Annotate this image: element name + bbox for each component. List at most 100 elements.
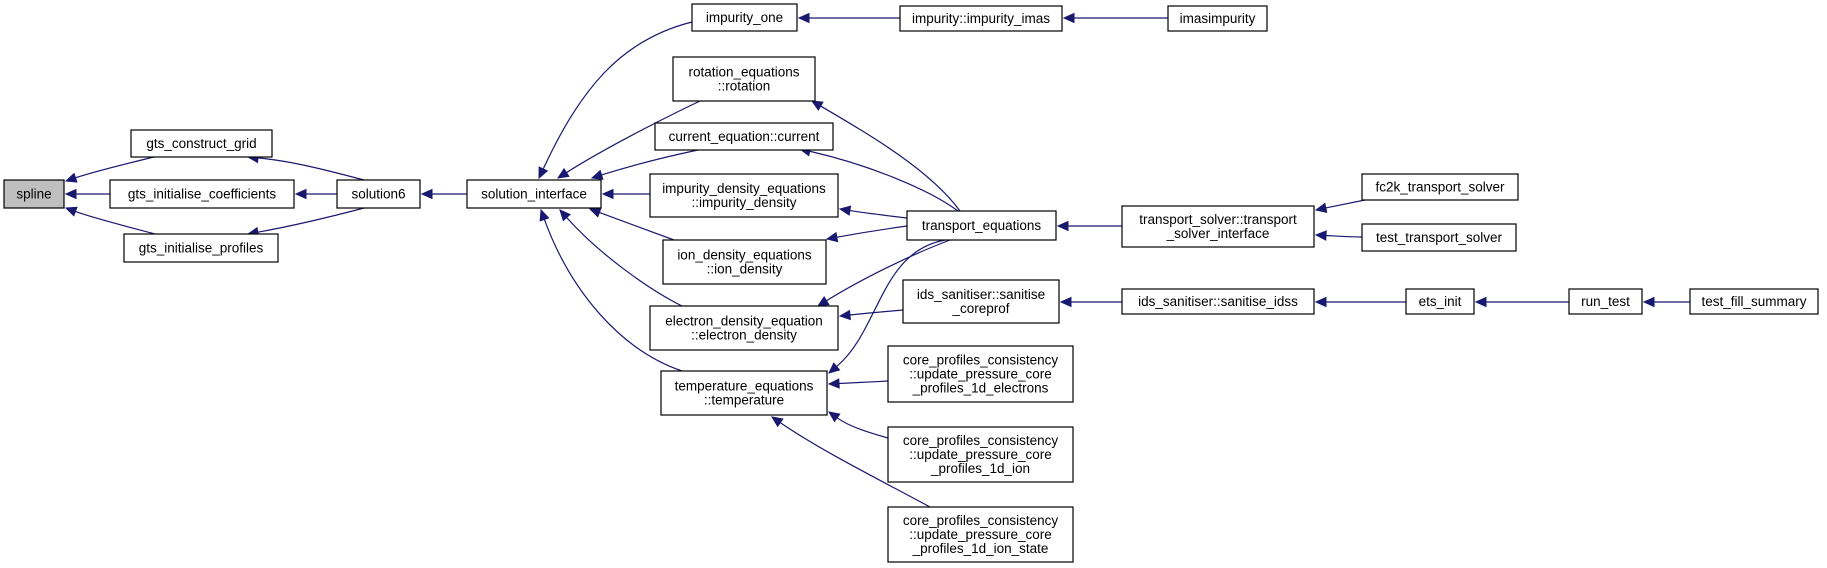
node-label: _coreprof [951, 301, 1009, 316]
node-label: electron_density_equation [665, 314, 823, 329]
edge-line [836, 417, 889, 439]
node-box [1121, 288, 1315, 315]
edge-ion-density-equations-to-solution-interface [588, 207, 675, 241]
edge-line [820, 105, 961, 212]
arrow-head-icon [838, 309, 851, 321]
node-current-equation[interactable]: current_equation::current [654, 122, 834, 151]
node-box [887, 426, 1074, 483]
edge-line [542, 21, 693, 170]
node-box [654, 122, 834, 151]
arrow-head-icon [816, 295, 830, 307]
edge-solution6-to-gts-initialise-coefficients [294, 188, 338, 200]
node-label: ::impurity_density [691, 195, 796, 210]
edge-impurity-density-equations-to-solution-interface [601, 188, 651, 200]
edge-line [599, 211, 675, 241]
node-box [887, 345, 1074, 403]
node-impurity-one[interactable]: impurity_one [691, 3, 798, 32]
node-label: ets_init [1419, 294, 1462, 309]
node-label: spline [16, 187, 51, 202]
arrow-head-icon [1642, 296, 1655, 308]
node-sanitise-coreprof[interactable]: ids_sanitiser::sanitise_coreprof [902, 279, 1060, 324]
node-solution6[interactable]: solution6 [336, 179, 421, 209]
node-cp-ion[interactable]: core_profiles_consistency::update_pressu… [887, 426, 1074, 483]
node-solution-interface[interactable]: solution_interface [466, 179, 602, 209]
node-fc2k-transport-solver[interactable]: fc2k_transport_solver [1361, 173, 1519, 201]
node-rotation-equations[interactable]: rotation_equations::rotation [672, 56, 816, 102]
edge-line [257, 157, 365, 181]
node-label: transport_solver::transport [1139, 212, 1297, 227]
edge-gts-initialise-coefficients-to-spline [64, 188, 111, 200]
node-test-transport-solver[interactable]: test_transport_solver [1361, 223, 1517, 252]
node-box [336, 179, 421, 209]
node-gts-initialise-coefficients[interactable]: gts_initialise_coefficients [109, 179, 295, 209]
edge-transport-equations-to-ion-density-equations [825, 225, 908, 243]
node-spline[interactable]: spline [3, 179, 65, 209]
node-impurity-density-equations[interactable]: impurity_density_equations::impurity_den… [649, 173, 839, 218]
edge-solution6-to-gts-initialise-profiles [246, 207, 365, 238]
edge-test-transport-solver-to-transport-solver-interface [1314, 230, 1363, 241]
edge-sanitise-idss-to-sanitise-coreprof [1059, 296, 1122, 308]
node-box [887, 506, 1074, 563]
edges-layer [64, 12, 1690, 508]
edge-imasimpurity-to-impurity-imas [1062, 12, 1168, 24]
arrow-head-icon [1062, 12, 1075, 24]
node-impurity-imas[interactable]: impurity::impurity_imas [899, 5, 1063, 32]
edge-line [809, 150, 959, 212]
edge-line [75, 155, 159, 179]
node-test-fill-summary[interactable]: test_fill_summary [1689, 288, 1819, 315]
node-imasimpurity[interactable]: imasimpurity [1167, 5, 1268, 32]
node-electron-density-equation[interactable]: electron_density_equation::electron_dens… [649, 305, 839, 351]
node-label: _solver_interface [1166, 226, 1270, 241]
arrow-head-icon [828, 411, 841, 423]
edge-line [836, 239, 946, 368]
edge-transport-equations-to-electron-density-equation [816, 239, 951, 307]
edge-run-test-to-ets-init [1474, 296, 1569, 308]
edge-current-equation-to-solution-interface [590, 149, 699, 180]
node-box [1568, 288, 1643, 315]
node-box [1405, 288, 1475, 315]
edge-solution-interface-to-solution6 [420, 188, 468, 200]
arrow-head-icon [420, 188, 433, 200]
node-box [1361, 223, 1517, 252]
arrow-head-icon [601, 188, 614, 200]
node-label: ::temperature [704, 393, 784, 408]
node-cp-ion-state[interactable]: core_profiles_consistency::update_pressu… [887, 506, 1074, 563]
node-label: gts_initialise_profiles [139, 241, 264, 256]
node-box [691, 3, 798, 32]
arrow-head-icon [64, 188, 77, 200]
node-label: impurity_one [706, 10, 783, 25]
edge-cp-electrons-to-temperature-equations [827, 378, 889, 389]
arrow-head-icon [538, 166, 549, 180]
node-sanitise-idss[interactable]: ids_sanitiser::sanitise_idss [1121, 288, 1315, 315]
node-transport-solver-interface[interactable]: transport_solver::transport_solver_inter… [1121, 205, 1315, 248]
arrow-head-icon [1474, 296, 1487, 308]
node-label: _profiles_1d_ion [930, 461, 1030, 476]
node-label: core_profiles_consistency [903, 433, 1059, 448]
edge-electron-density-equation-to-solution-interface [559, 209, 683, 307]
arrow-head-icon [770, 416, 784, 428]
node-box [3, 179, 65, 209]
edge-line [838, 380, 889, 385]
node-run-test[interactable]: run_test [1568, 288, 1643, 315]
node-ion-density-equations[interactable]: ion_density_equations::ion_density [662, 239, 827, 285]
edge-line [836, 225, 908, 238]
edge-line [849, 209, 908, 219]
node-box [902, 279, 1060, 324]
node-label: ids_sanitiser::sanitise_idss [1138, 294, 1298, 309]
edge-line [257, 207, 365, 233]
node-box [906, 210, 1057, 241]
node-label: solution_interface [481, 187, 587, 202]
node-label: temperature_equations [675, 379, 814, 394]
node-ets-init[interactable]: ets_init [1405, 288, 1475, 315]
node-cp-electrons[interactable]: core_profiles_consistency::update_pressu… [887, 345, 1074, 403]
edge-test-fill-summary-to-run-test [1642, 296, 1690, 308]
edge-cp-ion-state-to-temperature-equations [770, 416, 931, 508]
node-gts-construct-grid[interactable]: gts_construct_grid [130, 129, 273, 158]
node-gts-initialise-profiles[interactable]: gts_initialise_profiles [123, 233, 279, 263]
arrow-head-icon [1314, 296, 1327, 308]
node-label: ::electron_density [691, 328, 797, 343]
node-temperature-equations[interactable]: temperature_equations::temperature [660, 370, 828, 416]
nodes-layer: spline gts_construct_grid gts_initialise_c… [3, 3, 1819, 563]
node-transport-equations[interactable]: transport_equations [906, 210, 1057, 241]
edge-line [779, 422, 931, 508]
